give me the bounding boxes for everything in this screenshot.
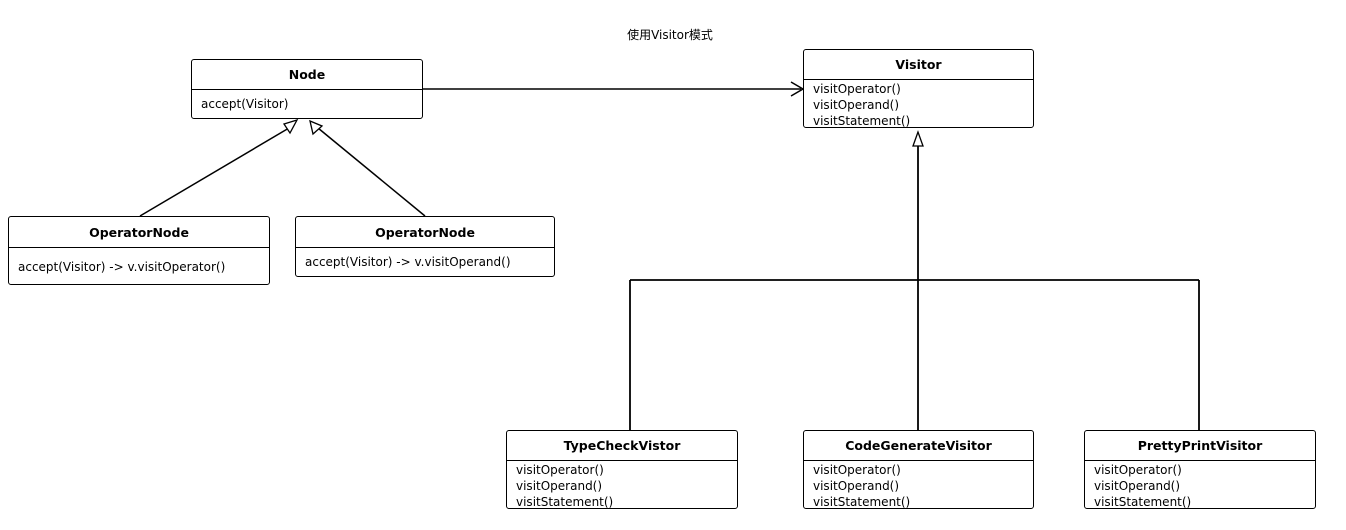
method-visit-operator: visitOperator(): [516, 463, 604, 477]
method-visit-operator: visitOperator(): [813, 82, 901, 96]
method-visit-operator: visitOperator(): [1094, 463, 1182, 477]
class-operator-node-right[interactable]: OperatorNode accept(Visitor) -> v.visitO…: [295, 216, 555, 277]
generalization-arrowhead-visitor: [912, 130, 924, 147]
class-operator-node-left-name: OperatorNode: [9, 217, 269, 248]
class-pretty-print-visitor[interactable]: PrettyPrintVisitor visitOperator() visit…: [1084, 430, 1316, 509]
class-operator-node-left[interactable]: OperatorNode accept(Visitor) -> v.visitO…: [8, 216, 270, 285]
method-visit-statement: visitStatement(): [813, 114, 911, 128]
method-accept-visit-operator: accept(Visitor) -> v.visitOperator(): [18, 260, 226, 274]
class-code-generate-visitor[interactable]: CodeGenerateVisitor visitOperator() visi…: [803, 430, 1034, 509]
class-node[interactable]: Node accept(Visitor): [191, 59, 423, 119]
diagram-title: 使用Visitor模式: [627, 28, 713, 42]
class-type-check-visitor-name: TypeCheckVistor: [507, 431, 737, 461]
method-visit-operand: visitOperand(): [813, 98, 900, 112]
method-visit-operand: visitOperand(): [813, 479, 900, 493]
class-visitor-name: Visitor: [804, 50, 1033, 80]
method-visit-operand: visitOperand(): [516, 479, 603, 493]
method-visit-operand: visitOperand(): [1094, 479, 1181, 493]
method-visit-statement: visitStatement(): [1094, 495, 1192, 509]
class-pretty-print-visitor-name: PrettyPrintVisitor: [1085, 431, 1315, 461]
method-accept: accept(Visitor): [201, 97, 289, 111]
generalization-line-operator-node-right: [317, 127, 426, 217]
method-visit-statement: visitStatement(): [516, 495, 614, 509]
generalization-arrowhead-left: [282, 118, 299, 135]
method-visit-operator: visitOperator(): [813, 463, 901, 477]
class-type-check-visitor[interactable]: TypeCheckVistor visitOperator() visitOpe…: [506, 430, 738, 509]
class-node-name: Node: [192, 60, 422, 90]
method-accept-visit-operand: accept(Visitor) -> v.visitOperand(): [305, 255, 511, 269]
class-operator-node-right-name: OperatorNode: [296, 217, 554, 248]
class-code-generate-visitor-name: CodeGenerateVisitor: [804, 431, 1033, 461]
generalization-arrowhead-right: [309, 119, 324, 136]
class-visitor[interactable]: Visitor visitOperator() visitOperand() v…: [803, 49, 1034, 128]
generalization-line-operator-node-left: [139, 127, 290, 217]
method-visit-statement: visitStatement(): [813, 495, 911, 509]
